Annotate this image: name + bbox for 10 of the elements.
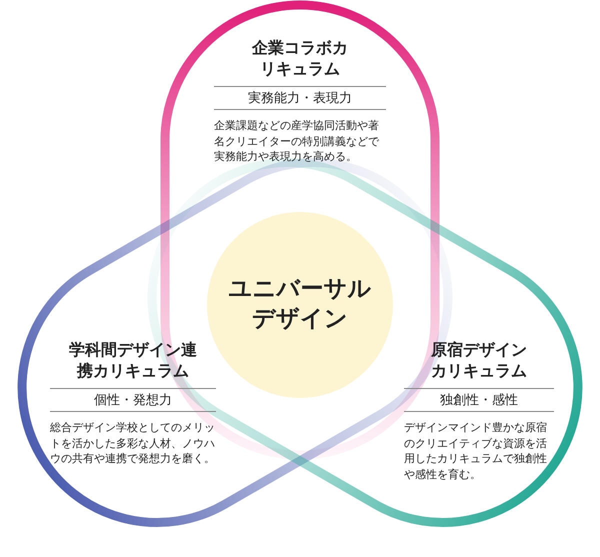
heading: ユニバーサルデザイン bbox=[228, 275, 372, 334]
description: 総合デザイン学校としてのメリットを活かした多彩な人材、ノウハウの共有や連携で発想力を磨く。 bbox=[50, 420, 216, 468]
keywords: 独創性・感性 bbox=[404, 388, 554, 412]
keywords: 個性・発想力 bbox=[50, 388, 216, 412]
description: デザインマインド豊かな原宿のクリエイティブな資源を活用したカリキュラムで独創性や感性を育む。 bbox=[404, 420, 548, 484]
heading: 企業コラボカリキュラム bbox=[250, 38, 349, 80]
description: 企業課題などの産学協同活動や著名クリエイターの特別講義などで実務能力や表現力を高める。 bbox=[214, 118, 380, 166]
heading: 原宿デザインカリキュラム bbox=[430, 340, 528, 382]
heading: 学科間デザイン連携カリキュラム bbox=[68, 340, 198, 382]
keywords: 実務能力・表現力 bbox=[214, 86, 386, 110]
